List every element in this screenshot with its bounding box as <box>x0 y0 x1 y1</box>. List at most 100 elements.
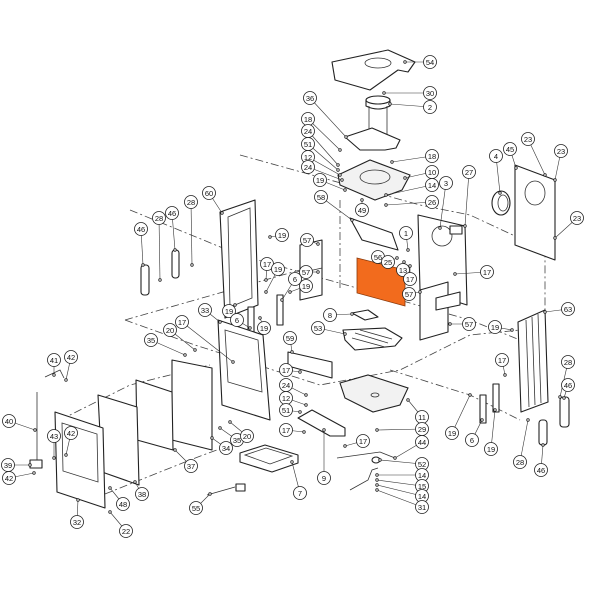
part-callout-55[interactable]: 55 <box>189 492 212 515</box>
part-callout-19[interactable]: 19 <box>445 393 472 440</box>
part-callout-57[interactable]: 57 <box>402 287 422 301</box>
part-callout-43[interactable]: 43 <box>47 429 61 460</box>
part-callout-23[interactable]: 23 <box>521 132 547 177</box>
part-callout-44[interactable]: 44 <box>393 435 429 460</box>
part-callout-48[interactable]: 48 <box>108 486 130 511</box>
part-callout-19[interactable]: 19 <box>288 279 313 294</box>
part-callout-23[interactable]: 23 <box>553 211 584 240</box>
log-retainer-part[interactable] <box>351 309 379 321</box>
top-plate-part[interactable] <box>331 49 416 91</box>
part-callout-51[interactable]: 51 <box>301 137 340 172</box>
part-callout-39[interactable]: 39 <box>1 458 32 472</box>
part-callout-10[interactable]: 10 <box>403 165 439 180</box>
part-callout-17[interactable]: 17 <box>343 434 370 448</box>
part-callout-17[interactable]: 17 <box>279 423 306 437</box>
flue-gasket-part[interactable] <box>344 127 401 151</box>
part-callout-24[interactable]: 24 <box>301 124 340 167</box>
part-callout-28[interactable]: 28 <box>184 195 198 267</box>
part-callout-40[interactable]: 40 <box>2 414 37 432</box>
part-callout-1[interactable]: 1 <box>399 226 413 252</box>
part-callout-30[interactable]: 30 <box>382 86 437 100</box>
part-callout-23[interactable]: 23 <box>553 144 568 182</box>
grate-part[interactable] <box>342 327 403 351</box>
part-callout-49[interactable]: 49 <box>355 198 369 217</box>
part-callout-6[interactable]: 6 <box>280 272 302 302</box>
part-callout-13[interactable]: 13 <box>396 260 410 277</box>
part-callout-2[interactable]: 2 <box>388 100 437 114</box>
ash-pan-part[interactable] <box>239 444 299 473</box>
part-callout-59[interactable]: 59 <box>283 331 297 354</box>
part-callout-19[interactable]: 19 <box>264 262 285 294</box>
part-callout-17[interactable]: 17 <box>260 257 274 282</box>
part-callout-42[interactable]: 42 <box>2 471 36 485</box>
part-callout-28[interactable]: 28 <box>152 211 166 282</box>
part-callout-18[interactable]: 18 <box>390 149 439 164</box>
outer-door-part[interactable] <box>54 411 106 509</box>
part-callout-4[interactable]: 4 <box>489 149 503 195</box>
part-callout-42[interactable]: 42 <box>64 426 78 457</box>
baffle-plate-part[interactable] <box>349 217 399 251</box>
part-callout-34[interactable]: 34 <box>210 436 233 455</box>
air-wash-bar-part[interactable] <box>287 351 333 379</box>
rear-heat-shield-part[interactable] <box>514 164 556 261</box>
part-callout-36[interactable]: 36 <box>303 91 348 139</box>
part-callout-54[interactable]: 54 <box>403 55 437 69</box>
part-callout-17[interactable]: 17 <box>175 315 235 364</box>
part-callout-27[interactable]: 27 <box>462 165 476 228</box>
part-callout-9[interactable]: 9 <box>317 428 331 485</box>
part-callout-14[interactable]: 14 <box>375 483 429 503</box>
door-part[interactable] <box>217 319 271 421</box>
part-callout-33[interactable]: 33 <box>198 303 222 324</box>
part-callout-28[interactable]: 28 <box>513 418 530 469</box>
part-callout-57[interactable]: 57 <box>299 265 320 279</box>
part-callout-57[interactable]: 57 <box>448 317 476 331</box>
part-callout-19[interactable]: 19 <box>222 303 237 318</box>
part-callout-29[interactable]: 29 <box>375 422 429 436</box>
part-callout-28[interactable]: 28 <box>558 355 575 399</box>
part-callout-22[interactable]: 22 <box>108 510 133 538</box>
part-callout-37[interactable]: 37 <box>173 448 198 473</box>
ash-pan-tool-part[interactable] <box>206 483 246 496</box>
side-bracket-part[interactable] <box>276 294 284 326</box>
highlighted-fire-brick-part[interactable] <box>356 257 406 307</box>
part-callout-58[interactable]: 58 <box>314 190 354 222</box>
top-casting-part[interactable] <box>337 159 411 201</box>
part-callout-32[interactable]: 32 <box>70 498 84 529</box>
part-callout-24[interactable]: 24 <box>301 160 344 182</box>
front-frame-part[interactable] <box>219 199 259 319</box>
part-callout-19[interactable]: 19 <box>257 316 271 335</box>
part-callout-14[interactable]: 14 <box>384 178 439 197</box>
part-callout-25[interactable]: 25 <box>381 255 399 269</box>
part-callout-3[interactable]: 3 <box>438 176 453 230</box>
part-callout-12[interactable]: 12 <box>279 391 308 407</box>
firebox-base-part[interactable] <box>339 374 409 413</box>
leg-part[interactable] <box>171 249 180 279</box>
part-callout-19[interactable]: 19 <box>268 228 289 242</box>
part-callout-46[interactable]: 46 <box>134 222 148 267</box>
leg-part[interactable] <box>140 264 150 296</box>
part-callout-14[interactable]: 14 <box>375 468 429 482</box>
part-callout-20[interactable]: 20 <box>228 420 254 443</box>
flue-cover-part[interactable] <box>491 190 511 216</box>
part-callout-57[interactable]: 57 <box>300 233 320 247</box>
part-callout-24[interactable]: 24 <box>279 378 308 397</box>
side-convection-panel-part[interactable] <box>517 309 549 413</box>
part-callout-31[interactable]: 31 <box>375 488 429 514</box>
part-callout-17[interactable]: 17 <box>453 265 494 279</box>
part-callout-38[interactable]: 38 <box>133 480 149 501</box>
part-callout-6[interactable]: 6 <box>230 313 252 330</box>
part-callout-46[interactable]: 46 <box>534 443 548 477</box>
part-callout-19[interactable]: 19 <box>484 408 498 456</box>
part-callout-46[interactable]: 46 <box>165 206 179 252</box>
part-callout-15[interactable]: 15 <box>375 478 429 493</box>
riddling-lever-part[interactable] <box>336 451 396 491</box>
part-callout-7[interactable]: 7 <box>290 460 307 500</box>
part-callout-35[interactable]: 35 <box>144 333 187 357</box>
part-callout-17[interactable]: 17 <box>495 353 509 377</box>
part-callout-17[interactable]: 17 <box>279 363 302 377</box>
part-callout-18[interactable]: 18 <box>301 112 342 152</box>
side-bracket-part[interactable] <box>492 383 500 413</box>
leg-part[interactable] <box>538 419 548 446</box>
side-bracket-part[interactable] <box>479 394 487 424</box>
glass-panel-parts[interactable] <box>97 359 213 486</box>
